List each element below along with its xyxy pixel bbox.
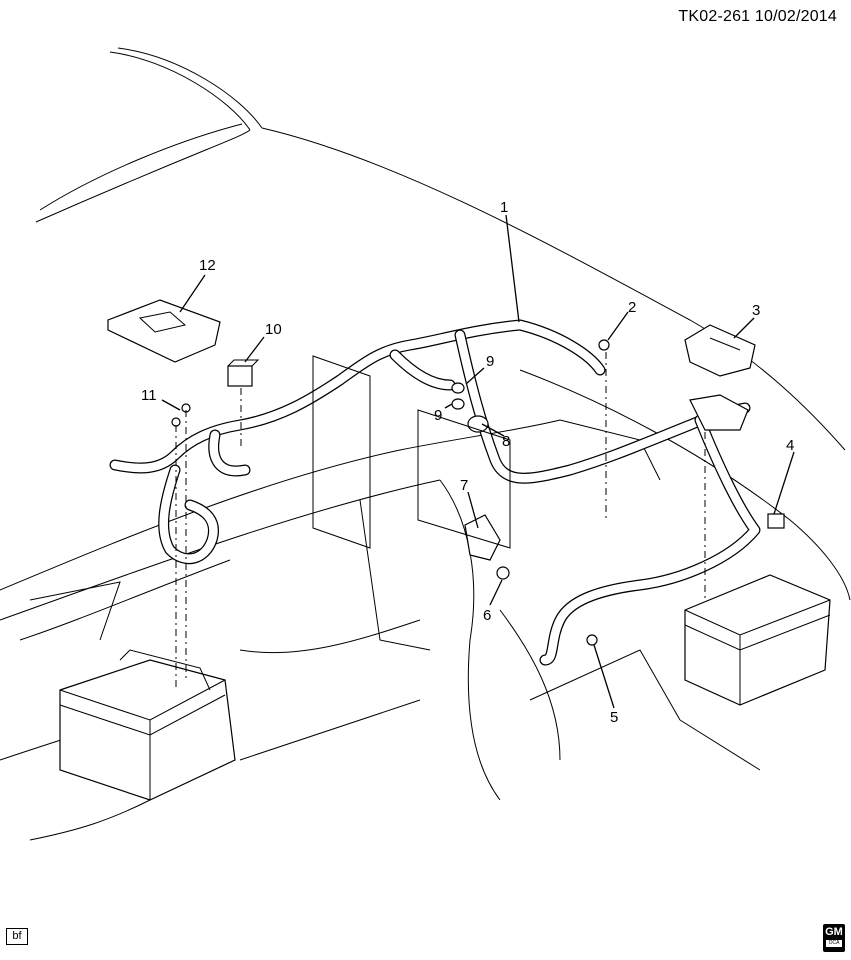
battery-left <box>59 649 236 801</box>
callout-3: 3 <box>752 302 760 319</box>
callout-2: 2 <box>628 299 636 316</box>
fuse-block-cover-12 <box>107 299 221 363</box>
callout-11: 11 <box>141 387 157 404</box>
callout-labels: 1 2 3 4 5 6 7 8 9 9 10 11 12 <box>141 199 794 726</box>
fuse-block-main <box>689 394 749 431</box>
nut-2 <box>598 339 610 351</box>
callout-9-upper: 9 <box>486 353 494 370</box>
callout-10: 10 <box>265 321 282 338</box>
callout-8: 8 <box>502 433 510 450</box>
logo-subtext: OCA <box>826 940 842 947</box>
callout-4: 4 <box>786 437 794 454</box>
callout-6: 6 <box>483 607 491 624</box>
nut-6 <box>496 566 510 580</box>
bolt-5 <box>586 634 598 646</box>
fuse-block-cover-3 <box>684 324 756 377</box>
wiring-harness-1 <box>109 319 761 666</box>
alignment-lines <box>175 352 706 690</box>
logo-text: GM <box>825 926 843 938</box>
clip-4 <box>767 513 785 529</box>
leader-lines <box>161 214 795 709</box>
gm-logo-icon: GM OCA <box>823 924 845 952</box>
mounting-planes <box>312 355 511 549</box>
diagram-reference-code: TK02-261 10/02/2014 <box>678 8 837 25</box>
callout-5: 5 <box>610 709 618 726</box>
callout-7: 7 <box>460 477 468 494</box>
relay-10 <box>227 359 260 387</box>
bracket-7 <box>464 514 501 561</box>
callout-12: 12 <box>199 257 216 274</box>
callout-1: 1 <box>500 199 508 216</box>
callout-9-lower: 9 <box>434 407 442 424</box>
battery-right <box>684 574 831 706</box>
corner-code-box: bf <box>6 928 28 945</box>
